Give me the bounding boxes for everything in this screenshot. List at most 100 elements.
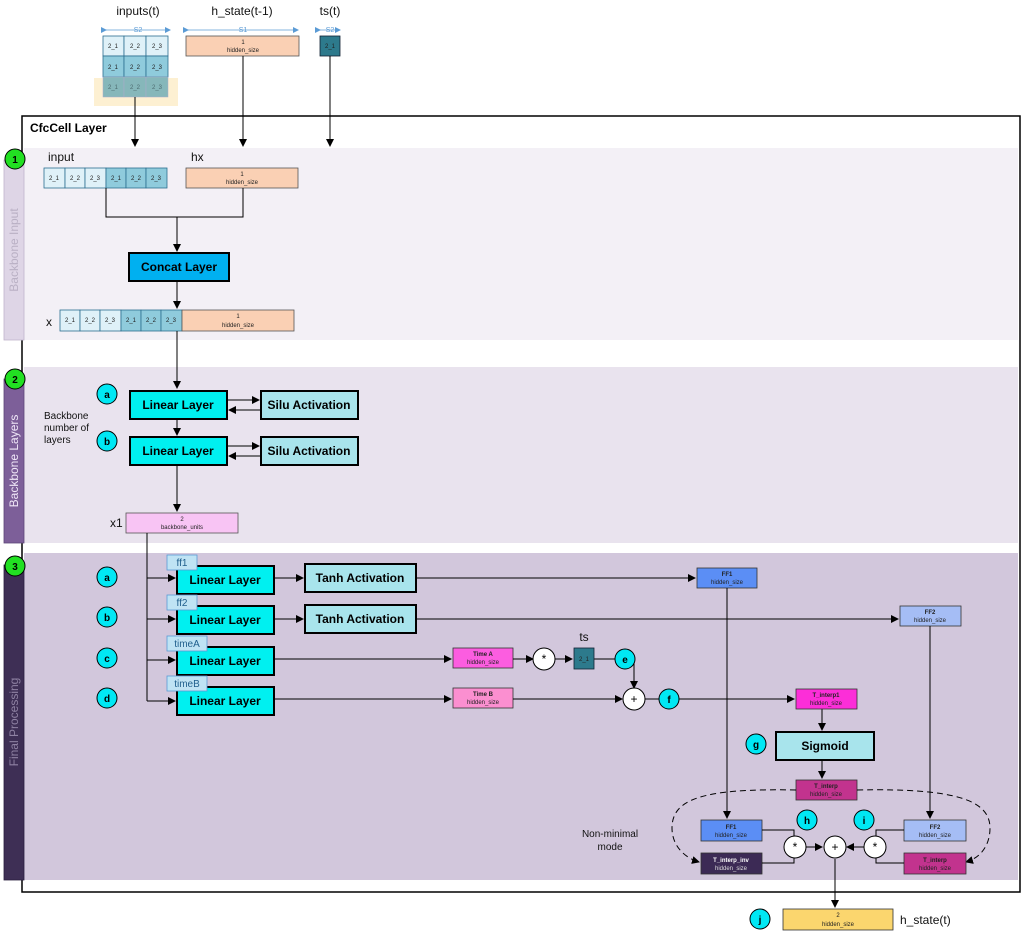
svg-text:2_3: 2_3 — [152, 44, 163, 50]
svg-text:2_1: 2_1 — [108, 44, 119, 50]
svg-text:FF2: FF2 — [925, 610, 936, 616]
svg-text:2_3: 2_3 — [151, 176, 162, 182]
svg-text:1: 1 — [241, 40, 245, 46]
svg-text:Backbone: Backbone — [44, 411, 89, 422]
non-minimal-loop — [671, 789, 991, 864]
svg-text:Non-minimal: Non-minimal — [582, 829, 638, 840]
svg-text:number of: number of — [44, 423, 89, 434]
h-state-prev-box: 1 hidden_size — [185, 35, 300, 57]
non-minimal-note: Non-minimal mode — [582, 829, 638, 853]
svg-text:Linear Layer: Linear Layer — [189, 694, 261, 708]
backbone-note: Backbone number of layers — [44, 411, 89, 446]
svg-text:ff1: ff1 — [177, 558, 188, 569]
svg-text:timeB: timeB — [174, 679, 200, 690]
svg-text:Time B: Time B — [473, 692, 494, 698]
svg-text:h: h — [804, 816, 810, 827]
svg-text:3: 3 — [12, 562, 18, 573]
inputs-label: inputs(t) — [116, 4, 159, 18]
svg-text:2_2: 2_2 — [131, 176, 142, 182]
svg-text:c: c — [104, 654, 110, 665]
svg-text:hidden_size: hidden_size — [467, 660, 500, 666]
svg-text:ff2: ff2 — [177, 598, 188, 609]
svg-text:d: d — [104, 694, 110, 705]
svg-text:2_1: 2_1 — [108, 65, 119, 71]
tag-ff2: ff2 — [166, 594, 198, 611]
backbone-linear-2: Linear Layer — [129, 436, 228, 466]
ff1-bottom-box: FF1 hidden_size — [700, 819, 763, 842]
concat-connector — [105, 188, 244, 252]
svg-text:hidden_size: hidden_size — [222, 323, 255, 329]
ts-label: ts(t) — [320, 4, 341, 18]
svg-text:Time A: Time A — [473, 652, 493, 658]
backbone-linear-1: Linear Layer — [129, 390, 228, 420]
svg-text:e: e — [622, 655, 628, 666]
svg-text:Linear Layer: Linear Layer — [142, 444, 214, 458]
badge-j: j — [749, 908, 771, 930]
svg-text:2_3: 2_3 — [90, 176, 101, 182]
ts-dim-arrow: S2 — [315, 27, 341, 34]
svg-text:T_interp1: T_interp1 — [812, 693, 840, 699]
badge-f: f — [658, 688, 680, 710]
ts-inner-label: ts — [579, 630, 588, 644]
h-state-out-box: 2 hidden_size — [782, 908, 894, 931]
svg-text:2_2: 2_2 — [85, 318, 96, 324]
svg-text:2_2: 2_2 — [70, 176, 81, 182]
svg-text:FF1: FF1 — [726, 825, 737, 831]
svg-text:2_1: 2_1 — [49, 176, 60, 182]
final-badge-a: a — [96, 566, 118, 588]
final-badge-c: c — [96, 647, 118, 669]
svg-text:g: g — [753, 740, 759, 751]
layer-title: CfcCell Layer — [30, 121, 107, 135]
svg-text:hidden_size: hidden_size — [715, 866, 748, 872]
svg-text:hidden_size: hidden_size — [227, 48, 260, 54]
svg-text:2: 2 — [12, 375, 18, 386]
svg-text:2_2: 2_2 — [130, 44, 141, 50]
tinterp-box: T_interp hidden_size — [795, 779, 858, 801]
svg-text:backbone_units: backbone_units — [161, 525, 203, 531]
svg-text:Sigmoid: Sigmoid — [801, 739, 848, 753]
svg-text:2_2: 2_2 — [130, 65, 141, 71]
svg-text:f: f — [667, 695, 671, 706]
svg-text:Silu Activation: Silu Activation — [268, 398, 351, 412]
mul-node-time: * — [532, 647, 556, 671]
svg-text:2_3: 2_3 — [152, 85, 163, 91]
svg-text:hidden_size: hidden_size — [914, 618, 947, 624]
tag-timea: timeA — [166, 635, 208, 652]
h-state-prev-label: h_state(t-1) — [211, 4, 272, 18]
input-label: input — [48, 150, 75, 164]
backbone-silu-1: Silu Activation — [260, 390, 359, 420]
hx-label: hx — [191, 150, 204, 164]
final-badge-b: b — [96, 606, 118, 628]
plus-node-final: + — [823, 835, 847, 859]
section-badge-2: 2 — [4, 368, 26, 390]
final-linear-timea: Linear Layer — [176, 646, 275, 676]
svg-text:FF2: FF2 — [930, 825, 941, 831]
svg-text:hidden_size: hidden_size — [711, 580, 744, 586]
svg-text:hidden_size: hidden_size — [822, 922, 855, 928]
tinterp1-box: T_interp1 hidden_size — [795, 688, 858, 710]
svg-text:Linear Layer: Linear Layer — [189, 573, 261, 587]
final-linear-ff2: Linear Layer — [176, 605, 275, 635]
svg-text:i: i — [863, 816, 866, 827]
svg-text:hidden_size: hidden_size — [810, 792, 843, 798]
final-linear-ff1: Linear Layer — [176, 565, 275, 595]
final-linear-timeb: Linear Layer — [176, 686, 275, 716]
svg-text:FF1: FF1 — [722, 572, 733, 578]
svg-text:b: b — [104, 437, 110, 448]
svg-text:2_1: 2_1 — [579, 657, 590, 663]
svg-text:+: + — [831, 840, 838, 854]
mul-node-right: * — [863, 835, 887, 859]
svg-text:hidden_size: hidden_size — [715, 833, 748, 839]
inputs-dim-arrow: S2 — [101, 27, 171, 34]
svg-text:layers: layers — [44, 435, 71, 446]
tinterp-inv-box: T_interp_inv hidden_size — [700, 852, 763, 875]
timea-box: Time A hidden_size — [452, 647, 514, 669]
ts-inner-box: 2_1 — [573, 647, 595, 670]
svg-text:S1: S1 — [239, 27, 248, 34]
svg-text:Linear Layer: Linear Layer — [189, 654, 261, 668]
svg-text:1: 1 — [240, 172, 244, 178]
x-label: x — [46, 315, 52, 329]
svg-text:Concat Layer: Concat Layer — [141, 260, 217, 274]
svg-text:hidden_size: hidden_size — [919, 833, 952, 839]
svg-text:hidden_size: hidden_size — [810, 701, 843, 707]
